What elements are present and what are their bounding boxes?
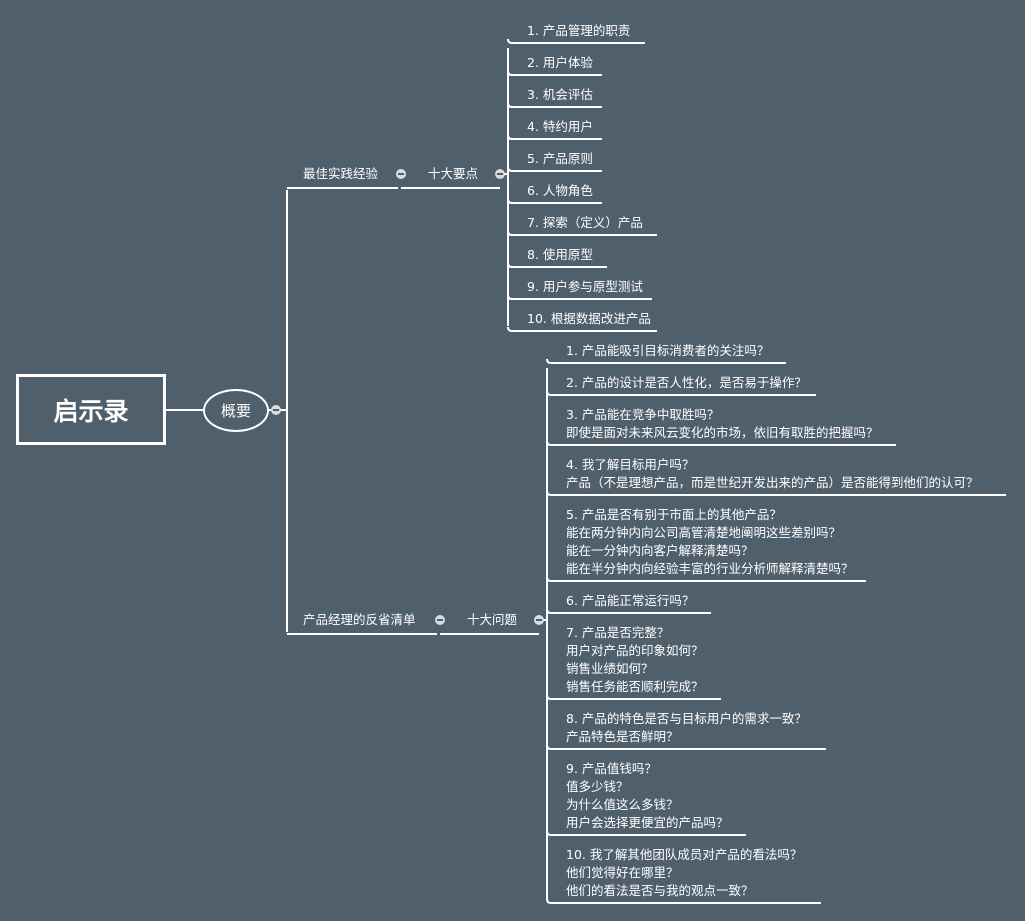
main-topic[interactable]: 概要 — [203, 389, 269, 432]
point-item-text: 1. 产品管理的职责 — [527, 23, 631, 38]
question-item-text: 能在一分钟内向客户解释清楚吗？ — [566, 543, 754, 558]
point-item-branch — [507, 102, 513, 108]
point-item-text: 7. 探索（定义）产品 — [527, 215, 643, 230]
point-item-branch — [507, 326, 513, 332]
collapse-branch-checklist-icon[interactable] — [435, 615, 445, 625]
point-item[interactable]: 3. 机会评估 — [527, 86, 593, 104]
question-item-text: 能在两分钟内向公司高管清楚地阐明这些差别吗？ — [566, 525, 842, 540]
point-item[interactable]: 5. 产品原则 — [527, 150, 593, 168]
point-item-branch — [507, 294, 513, 300]
question-item-branch — [546, 744, 552, 750]
question-item[interactable]: 3. 产品能在竞争中取胜吗？ 即使是面对未来风云变化的市场，依旧有取胜的把握吗？ — [566, 406, 879, 442]
point-item-branch — [507, 134, 513, 140]
question-item-text: 他们觉得好在哪里？ — [566, 865, 679, 880]
point-item[interactable]: 9. 用户参与原型测试 — [527, 278, 643, 296]
question-item-branch — [546, 440, 552, 446]
question-item[interactable]: 6. 产品能正常运行吗？ — [566, 592, 694, 610]
branch-best-practice[interactable]: 最佳实践经验 — [303, 166, 379, 181]
point-item-text: 4. 特约用户 — [527, 119, 593, 134]
point-item[interactable]: 1. 产品管理的职责 — [527, 22, 630, 40]
question-item[interactable]: 7. 产品是否完整？ 用户对产品的印象如何？ 销售业绩如何？ 销售任务能否顺利完成？ — [566, 624, 704, 696]
root-topic[interactable]: 启示录 — [16, 374, 166, 445]
question-item-branch — [546, 694, 552, 700]
question-item[interactable]: 2. 产品的设计是否人性化，是否易于操作？ — [566, 374, 807, 392]
question-item-text: 即使是面对未来风云变化的市场，依旧有取胜的把握吗？ — [566, 425, 879, 440]
point-item-text: 6. 人物角色 — [527, 183, 593, 198]
question-item-text: 值多少钱？ — [566, 779, 629, 794]
question-item-text: 他们的看法是否与我的观点一致？ — [566, 883, 754, 898]
question-item-text: 用户对产品的印象如何？ — [566, 643, 704, 658]
point-item-text: 2. 用户体验 — [527, 55, 593, 70]
point-item[interactable]: 6. 人物角色 — [527, 182, 593, 200]
point-item[interactable]: 8. 使用原型 — [527, 246, 593, 264]
point-item-text: 8. 使用原型 — [527, 247, 593, 262]
question-item-text: 产品特色是否鲜明？ — [566, 729, 679, 744]
point-item[interactable]: 7. 探索（定义）产品 — [527, 214, 643, 232]
point-item[interactable]: 4. 特约用户 — [527, 118, 593, 136]
collapse-ten-questions-icon[interactable] — [534, 615, 544, 625]
point-item-branch — [507, 38, 513, 44]
question-item-text: 销售业绩如何？ — [566, 661, 654, 676]
question-item-branch — [546, 608, 552, 614]
subtopic-ten-questions[interactable]: 十大问题 — [467, 612, 518, 627]
point-item-branch — [507, 70, 513, 76]
branch-checklist[interactable]: 产品经理的反省清单 — [303, 612, 416, 627]
question-item-branch — [546, 830, 552, 836]
subtopic-ten-points[interactable]: 十大要点 — [428, 166, 479, 181]
question-item-branch — [546, 490, 552, 496]
point-item-text: 5. 产品原则 — [527, 151, 593, 166]
point-item-branch — [507, 262, 513, 268]
question-item-text: 3. 产品能在竞争中取胜吗？ — [566, 407, 720, 422]
question-item[interactable]: 9. 产品值钱吗？ 值多少钱？ 为什么值这么多钱？ 用户会选择更便宜的产品吗？ — [566, 760, 729, 832]
point-item[interactable]: 2. 用户体验 — [527, 54, 593, 72]
question-item-text: 2. 产品的设计是否人性化，是否易于操作？ — [566, 375, 807, 390]
question-item-text: 7. 产品是否完整？ — [566, 625, 670, 640]
question-item-text: 10. 我了解其他团队成员对产品的看法吗？ — [566, 847, 803, 862]
point-item-text: 9. 用户参与原型测试 — [527, 279, 643, 294]
question-item[interactable]: 8. 产品的特色是否与目标用户的需求一致？ 产品特色是否鲜明？ — [566, 710, 807, 746]
point-item[interactable]: 10. 根据数据改进产品 — [527, 310, 651, 328]
point-item-text: 10. 根据数据改进产品 — [527, 311, 651, 326]
point-item-branch — [507, 166, 513, 172]
point-item-branch — [507, 198, 513, 204]
question-item-text: 5. 产品是否有别于市面上的其他产品？ — [566, 507, 782, 522]
question-item[interactable]: 1. 产品能吸引目标消费者的关注吗？ — [566, 342, 769, 360]
collapse-ten-points-icon[interactable] — [495, 169, 505, 179]
point-item-text: 3. 机会评估 — [527, 87, 593, 102]
question-item-text: 9. 产品值钱吗？ — [566, 761, 657, 776]
question-item-text: 为什么值这么多钱？ — [566, 797, 679, 812]
collapse-main-icon[interactable] — [271, 405, 281, 415]
question-item-text: 4. 我了解目标用户吗？ — [566, 457, 695, 472]
question-item-text: 1. 产品能吸引目标消费者的关注吗？ — [566, 343, 770, 358]
question-item-branch — [546, 576, 552, 582]
question-item[interactable]: 5. 产品是否有别于市面上的其他产品？ 能在两分钟内向公司高管清楚地阐明这些差别吗… — [566, 506, 854, 578]
question-item[interactable]: 4. 我了解目标用户吗？ 产品（不是理想产品，而是世纪开发出来的产品）是否能得到他… — [566, 456, 979, 492]
collapse-branch-best-practice-icon[interactable] — [396, 169, 406, 179]
main-topic-label: 概要 — [220, 402, 251, 420]
question-item-branch — [546, 358, 552, 364]
question-item-text: 产品（不是理想产品，而是世纪开发出来的产品）是否能得到他们的认可？ — [566, 475, 979, 490]
question-item-text: 用户会选择更便宜的产品吗？ — [566, 815, 729, 830]
point-item-branch — [507, 230, 513, 236]
question-item-text: 能在半分钟内向经验丰富的行业分析师解释清楚吗？ — [566, 561, 854, 576]
root-topic-label: 启示录 — [53, 396, 129, 426]
question-item-branch — [546, 898, 552, 904]
question-item-text: 8. 产品的特色是否与目标用户的需求一致？ — [566, 711, 807, 726]
question-item[interactable]: 10. 我了解其他团队成员对产品的看法吗？ 他们觉得好在哪里？ 他们的看法是否与我的… — [566, 846, 802, 900]
question-item-branch — [546, 390, 552, 396]
question-item-text: 6. 产品能正常运行吗？ — [566, 593, 695, 608]
question-item-text: 销售任务能否顺利完成？ — [566, 679, 704, 694]
